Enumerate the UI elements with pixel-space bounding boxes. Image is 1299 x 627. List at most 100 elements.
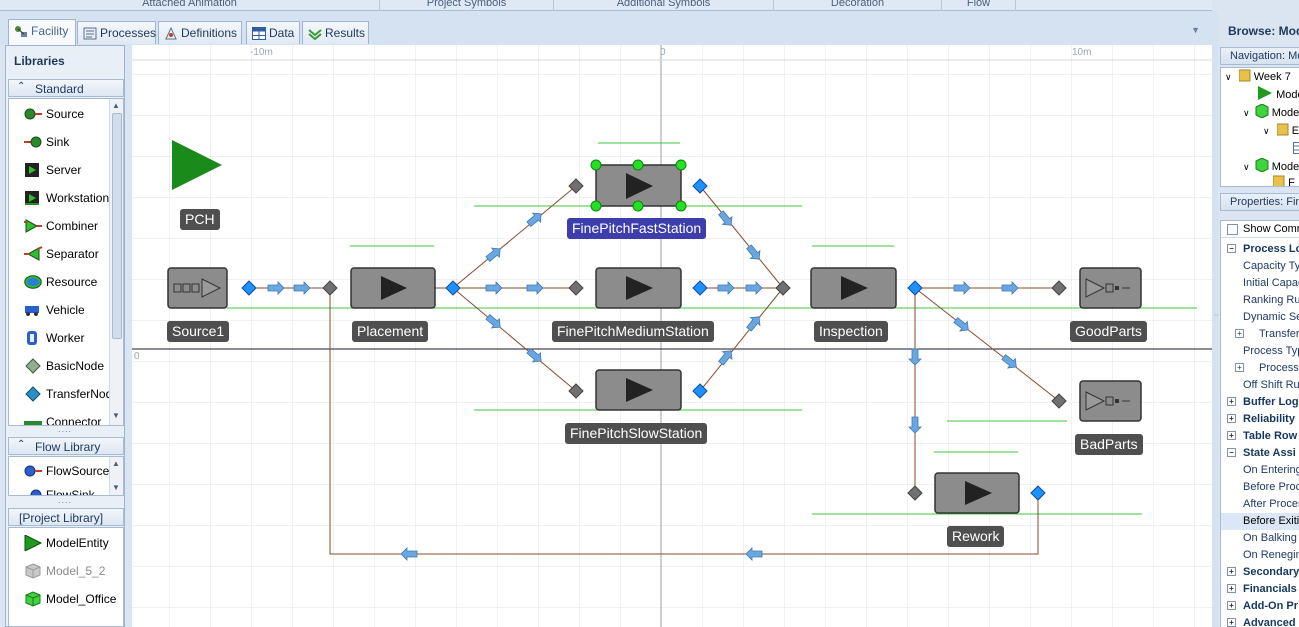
scroll-down-icon[interactable]: ▼ xyxy=(112,483,120,492)
fine-pitch-fast-server[interactable] xyxy=(595,164,682,207)
property-row[interactable]: +Table Row xyxy=(1221,428,1299,445)
scroll-up-icon[interactable]: ▲ xyxy=(112,459,120,468)
property-row[interactable]: On Entering xyxy=(1221,462,1299,479)
library-item-resource[interactable]: Resource xyxy=(23,273,97,295)
property-row[interactable]: +Secondary xyxy=(1221,564,1299,581)
collapse-chevron-icon[interactable]: ∨ xyxy=(1225,72,1232,82)
medium-input-node[interactable] xyxy=(568,280,584,296)
tree-node-week7[interactable]: ∨ Week 7 xyxy=(1225,68,1291,86)
label-fine-pitch-fast-station[interactable]: FinePitchFastStation xyxy=(567,218,707,239)
slow-output-node[interactable] xyxy=(692,383,708,399)
library-item-vehicle[interactable]: Vehicle xyxy=(23,301,85,323)
property-row[interactable]: +Buffer Log xyxy=(1221,394,1299,411)
property-row[interactable]: +Reliability xyxy=(1221,411,1299,428)
property-row[interactable]: +Transfer- xyxy=(1221,326,1299,343)
expand-plus-icon[interactable]: + xyxy=(1227,431,1236,440)
property-row[interactable]: −State Assi xyxy=(1221,445,1299,462)
property-row[interactable]: +Add-On Pr xyxy=(1221,598,1299,615)
property-row[interactable]: On Renegin xyxy=(1221,547,1299,564)
library-item-connector[interactable]: Connector xyxy=(23,413,101,425)
library-item-modelentity[interactable]: ModelEntity xyxy=(23,534,109,556)
standard-library-scrollbar[interactable]: ▲ ▼ xyxy=(109,99,123,425)
label-source1[interactable]: Source1 xyxy=(167,321,230,342)
library-item-server[interactable]: Server xyxy=(23,161,81,183)
pch-entity-triangle[interactable] xyxy=(172,140,222,190)
navigation-header[interactable]: Navigation: Mo xyxy=(1220,47,1299,65)
library-item-workstation[interactable]: Workstation xyxy=(23,189,109,211)
library-item-transfernode[interactable]: TransferNode xyxy=(23,385,119,407)
collapse-chevron-icon[interactable]: ∨ xyxy=(1243,108,1250,118)
tab-definitions[interactable]: Definitions xyxy=(158,21,242,44)
flow-library-scrollbar[interactable]: ▲ ▼ xyxy=(109,457,123,495)
badparts-input-node[interactable] xyxy=(1051,393,1067,409)
library-item-combiner[interactable]: Combiner xyxy=(23,217,98,239)
tab-processes[interactable]: Processes xyxy=(77,21,156,44)
property-row[interactable]: Process Typ xyxy=(1221,343,1299,360)
label-rework[interactable]: Rework xyxy=(947,526,1005,547)
expand-plus-icon[interactable]: + xyxy=(1227,567,1236,576)
property-row[interactable]: Off Shift Ru xyxy=(1221,377,1299,394)
selection-handles[interactable] xyxy=(590,159,687,212)
fine-pitch-slow-server[interactable] xyxy=(595,369,682,411)
inspection-output-node[interactable] xyxy=(907,280,923,296)
show-commonly-used-toggle[interactable]: Show Comm xyxy=(1221,221,1299,238)
expand-plus-icon[interactable]: + xyxy=(1227,618,1236,627)
expand-plus-icon[interactable]: + xyxy=(1227,601,1236,610)
source1-output-node[interactable] xyxy=(241,280,257,296)
tree-node-model-2[interactable]: ∨ Mode xyxy=(1243,103,1299,122)
badparts-sink[interactable] xyxy=(1079,380,1142,422)
property-row[interactable]: On Balking xyxy=(1221,530,1299,547)
rework-server[interactable] xyxy=(934,472,1020,514)
library-item-source[interactable]: Source xyxy=(23,105,84,127)
properties-header[interactable]: Properties: Fin xyxy=(1220,193,1299,211)
tree-node-table[interactable] xyxy=(1293,140,1299,158)
splitter-grip-icon[interactable]: .... xyxy=(58,424,73,434)
property-row[interactable]: After Proces xyxy=(1221,496,1299,513)
fine-pitch-medium-server[interactable] xyxy=(595,267,682,309)
label-inspection[interactable]: Inspection xyxy=(814,321,888,342)
tab-overflow-dropdown[interactable]: ▼ xyxy=(1191,25,1200,35)
collapse-chevron-icon[interactable]: ∨ xyxy=(1263,126,1270,136)
property-row[interactable]: Before Proc xyxy=(1221,479,1299,496)
tree-node-model-run[interactable]: Mode xyxy=(1257,86,1299,104)
placement-output-node[interactable] xyxy=(445,280,461,296)
inspection-server[interactable] xyxy=(810,267,897,309)
expand-plus-icon[interactable]: + xyxy=(1235,363,1244,372)
expand-plus-icon[interactable]: + xyxy=(1227,584,1236,593)
goodparts-input-node[interactable] xyxy=(1051,280,1067,296)
placement-input-node[interactable] xyxy=(322,280,338,296)
property-row[interactable]: +Processin xyxy=(1221,360,1299,377)
source1-object[interactable] xyxy=(167,267,228,309)
expand-plus-icon[interactable]: + xyxy=(1227,414,1236,423)
library-item-model-5-2[interactable]: Model_5_2 xyxy=(23,562,105,584)
fast-input-node[interactable] xyxy=(568,178,584,194)
tree-node-folder-e[interactable]: ∨ E xyxy=(1263,122,1299,140)
label-badparts[interactable]: BadParts xyxy=(1075,434,1143,455)
scroll-down-icon[interactable]: ▼ xyxy=(112,411,120,420)
expand-plus-icon[interactable]: + xyxy=(1227,397,1236,406)
library-item-sink[interactable]: Sink xyxy=(23,133,69,155)
rework-input-node[interactable] xyxy=(907,485,923,501)
collapse-minus-icon[interactable]: − xyxy=(1227,244,1236,253)
standard-library-header[interactable]: ⌃ Standard Library xyxy=(8,79,124,110)
library-item-worker[interactable]: Worker xyxy=(23,329,84,351)
library-item-basicnode[interactable]: BasicNode xyxy=(23,357,104,379)
tab-data[interactable]: Data xyxy=(246,21,300,44)
expand-plus-icon[interactable]: + xyxy=(1235,329,1244,338)
splitter-grip-icon[interactable]: .... xyxy=(58,495,73,505)
property-row[interactable]: +Financials xyxy=(1221,581,1299,598)
rework-output-node[interactable] xyxy=(1030,485,1046,501)
tree-node-folder-f[interactable]: F xyxy=(1273,174,1295,186)
tree-node-model-3[interactable]: ∨ Mode xyxy=(1243,157,1299,176)
placement-server[interactable] xyxy=(350,267,436,309)
goodparts-sink[interactable] xyxy=(1079,267,1142,309)
tab-results[interactable]: Results xyxy=(302,21,369,44)
inspection-input-node[interactable] xyxy=(775,280,791,296)
slow-input-node[interactable] xyxy=(568,383,584,399)
library-item-flowsink[interactable]: FlowSink xyxy=(23,486,95,495)
scroll-up-icon[interactable]: ▲ xyxy=(112,101,120,110)
flow-library-header[interactable]: ⌃ Flow Library xyxy=(8,437,124,455)
label-fine-pitch-slow-station[interactable]: FinePitchSlowStation xyxy=(565,423,708,444)
property-row[interactable]: Initial Capac xyxy=(1221,275,1299,292)
collapse-chevron-icon[interactable]: ∨ xyxy=(1243,162,1250,172)
